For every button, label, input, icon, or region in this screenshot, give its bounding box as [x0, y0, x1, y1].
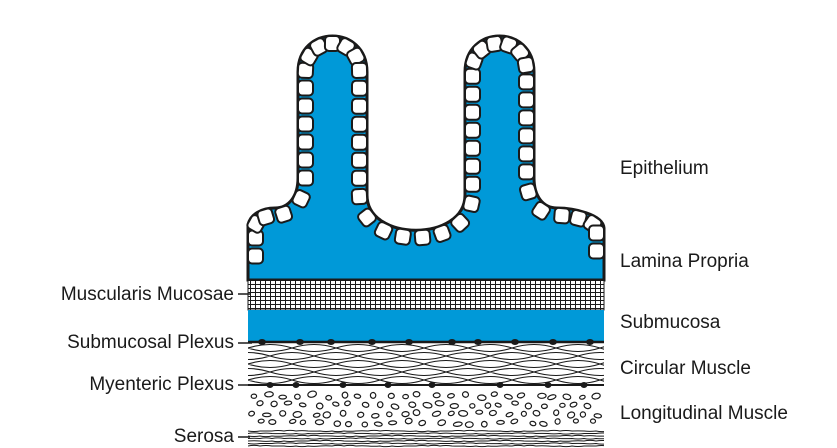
epithelial-cell — [298, 81, 313, 96]
label-circular-muscle: Circular Muscle — [620, 359, 751, 378]
epithelial-cell — [465, 69, 480, 84]
mucosa — [246, 35, 604, 280]
serosa-layer — [248, 430, 608, 446]
epithelial-cell — [298, 99, 313, 114]
epithelial-cell — [519, 146, 534, 161]
plexus-dot — [429, 382, 436, 388]
epithelial-cell — [465, 123, 480, 138]
epithelial-cell — [352, 63, 367, 78]
epithelial-cell — [394, 228, 411, 245]
plexus-dot — [293, 382, 300, 388]
label-submucosa: Submucosa — [620, 313, 720, 332]
epithelial-cell — [589, 244, 604, 259]
plexus-dot — [340, 382, 347, 388]
epithelial-cell — [465, 177, 480, 192]
epithelial-cell — [465, 159, 480, 174]
epithelial-cell — [352, 171, 367, 186]
epithelial-cell — [519, 74, 534, 89]
plexus-dot — [368, 339, 376, 345]
epithelial-cell — [256, 208, 275, 227]
plexus-dot — [497, 382, 504, 388]
epithelial-cell — [352, 99, 367, 114]
epithelial-cell — [519, 183, 538, 202]
label-muscularis-mucosae: Muscularis Mucosae — [61, 285, 234, 304]
epithelial-cell — [589, 226, 604, 241]
label-serosa: Serosa — [174, 427, 234, 446]
epithelial-cell — [554, 208, 570, 224]
epithelial-cell — [352, 135, 367, 150]
epithelial-cell — [517, 57, 534, 74]
plexus-dot — [385, 382, 392, 388]
submucosa-layer — [248, 310, 604, 342]
label-myenteric-plexus: Myenteric Plexus — [89, 375, 234, 394]
label-epithelium: Epithelium — [620, 159, 709, 178]
plexus-dot — [549, 339, 557, 345]
epithelial-cell — [414, 229, 430, 245]
circular-muscle-layer — [226, 345, 644, 386]
plexus-dot — [511, 339, 519, 345]
muscularis-mucosae-layer — [248, 280, 604, 310]
label-longitudinal-muscle: Longitudinal Muscle — [620, 404, 788, 423]
label-submucosal-plexus: Submucosal Plexus — [67, 333, 234, 352]
epithelial-cell — [248, 249, 263, 264]
longitudinal-muscle-layer — [248, 390, 602, 427]
epithelial-cell — [352, 189, 368, 205]
epithelial-cell — [352, 81, 367, 96]
plexus-dot — [267, 382, 274, 388]
epithelial-cell — [298, 153, 313, 168]
epithelial-cell — [298, 117, 313, 132]
epithelial-cell — [274, 205, 293, 224]
plexus-dot — [474, 339, 482, 345]
epithelial-cell — [298, 171, 313, 186]
plexus-dot — [296, 339, 304, 345]
plexus-dot — [545, 382, 552, 388]
epithelial-cell — [352, 153, 367, 168]
epithelial-cell — [352, 117, 367, 132]
plexus-dot — [581, 382, 588, 388]
epithelial-cell — [465, 141, 480, 156]
epithelial-cell — [465, 105, 480, 120]
epithelial-cell — [463, 195, 481, 213]
epithelial-cell — [519, 128, 534, 143]
epithelial-cell — [465, 87, 480, 102]
epithelial-cell — [519, 164, 534, 179]
epithelial-cell — [519, 110, 534, 125]
plexus-dot — [586, 339, 594, 345]
epithelial-cell — [298, 135, 313, 150]
label-lamina-propria: Lamina Propria — [620, 252, 749, 271]
epithelial-cell — [519, 92, 534, 107]
plexus-dot — [327, 339, 335, 345]
plexus-dot — [258, 339, 266, 345]
